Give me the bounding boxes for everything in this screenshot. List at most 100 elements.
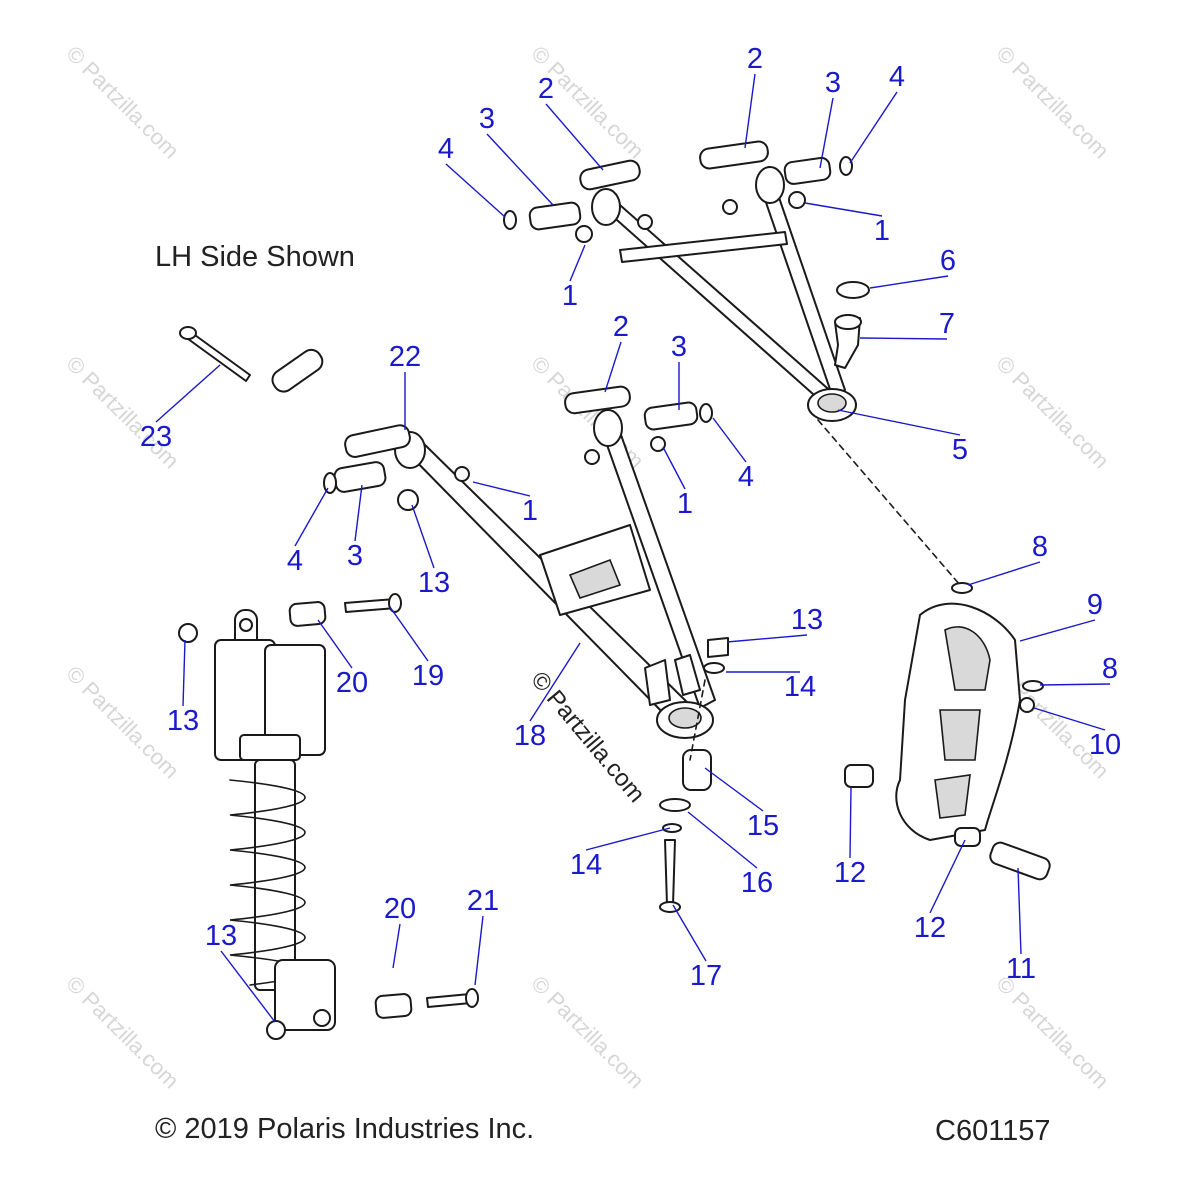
leader-line [929,839,966,914]
callout-10: 10 [1033,707,1121,761]
callout-number: 3 [479,103,495,135]
leader-line [529,642,581,722]
callout-2: 2 [744,43,763,149]
figure-code: C601157 [935,1115,1051,1147]
callout-17: 17 [672,904,722,992]
watermark: © Partzilla.com [61,41,184,164]
callout-number: 1 [562,280,578,312]
callout-number: 14 [570,849,602,881]
leader-line [220,950,276,1023]
callout-15: 15 [704,767,779,842]
shock-absorber [178,609,336,1040]
callout-3: 3 [479,103,554,206]
callout-number: 4 [287,545,303,577]
upper-arm-hardware [503,140,870,369]
callout-13: 13 [726,604,823,643]
leader-line [704,767,764,812]
callout-number: 6 [940,245,956,277]
callout-11: 11 [1006,867,1036,985]
leader-line [869,275,949,289]
callout-number: 9 [1087,589,1103,621]
callout-number: 16 [741,867,773,899]
leader-line [389,606,429,662]
callout-5: 5 [837,409,968,466]
watermark: © Partzilla.com [991,41,1114,164]
callout-number: 8 [1102,653,1118,685]
callout-number: 12 [914,912,946,944]
callout-3: 3 [347,484,363,572]
leader-line [967,561,1041,586]
watermark: © Partzilla.com [61,351,184,474]
side-note: LH Side Shown [155,241,355,273]
leader-line [182,639,186,707]
callout-16: 16 [687,811,773,899]
leader-line [392,923,401,969]
callout-2: 2 [538,73,604,171]
leader-line [859,337,948,340]
callout-number: 3 [671,331,687,363]
callout-number: 2 [747,43,763,75]
leader-line [712,417,747,463]
callout-23: 23 [140,364,221,453]
callout-number: 13 [791,604,823,636]
callout-number: 18 [514,720,546,752]
copyright-text: © 2019 Polaris Industries Inc. [155,1113,534,1145]
leader-line [1039,683,1111,686]
leader-line [849,91,898,164]
leader-line [486,133,554,206]
leader-line [1019,619,1096,642]
callout-1: 1 [662,446,693,520]
callout-number: 19 [412,660,444,692]
watermark: © Partzilla.com [61,971,184,1094]
callout-number: 17 [690,960,722,992]
callout-number: 4 [438,133,454,165]
callout-number: 23 [140,421,172,453]
leader-line [662,446,686,490]
leader-line [585,827,671,851]
leader-line [411,504,435,569]
lower-a-arm [394,409,716,739]
callout-number: 13 [205,920,237,952]
leader-line [545,103,604,171]
callout-number: 14 [784,671,816,703]
callout-number: 3 [825,67,841,99]
callout-number: 3 [347,540,363,572]
callout-4: 4 [849,61,905,164]
callout-14: 14 [726,671,816,703]
callout-13: 13 [205,920,276,1023]
callout-number: 13 [167,705,199,737]
leader-line [604,341,622,393]
callout-number: 11 [1006,953,1036,985]
callout-number: 20 [384,893,416,925]
shock-hardware [288,593,479,1019]
callout-7: 7 [859,308,955,340]
callout-number: 15 [747,810,779,842]
leader-line [726,634,808,643]
leader-line [472,481,531,497]
callout-number: 1 [677,488,693,520]
callout-number: 1 [522,495,538,527]
leader-line [317,619,353,669]
callout-9: 9 [1019,589,1103,642]
callout-number: 8 [1032,531,1048,563]
callout-number: 2 [538,73,554,105]
callout-number: 21 [467,885,499,917]
callout-1: 1 [472,481,538,527]
callout-6: 6 [869,245,956,289]
callout-1: 1 [804,202,890,247]
callout-number: 7 [939,308,955,340]
leader-line [687,811,758,869]
leader-line [294,487,329,547]
callout-13: 13 [167,639,199,737]
pin-23-and-link [179,326,324,393]
callout-number: 4 [738,461,754,493]
leader-line [445,163,506,218]
leader-line [849,787,852,859]
watermark: © Partzilla.com [991,971,1114,1094]
leader-line [569,244,586,282]
callout-21: 21 [467,885,499,986]
watermark: © Partzilla.com [61,661,184,784]
callout-12: 12 [834,787,866,889]
callout-number: 12 [834,857,866,889]
